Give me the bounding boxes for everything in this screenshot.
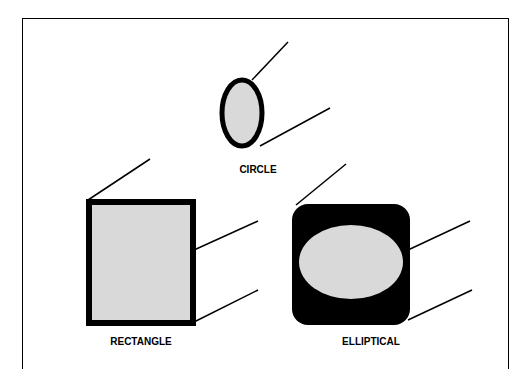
shape-name: RECTANGLE [109, 336, 172, 348]
circle-duct [222, 42, 330, 146]
rectangle-duct [88, 159, 258, 323]
shape-name: CIRCLE [238, 164, 277, 176]
frame [23, 19, 509, 369]
shape-name: ELLIPTICAL [341, 336, 401, 348]
elliptical-duct [292, 164, 472, 325]
